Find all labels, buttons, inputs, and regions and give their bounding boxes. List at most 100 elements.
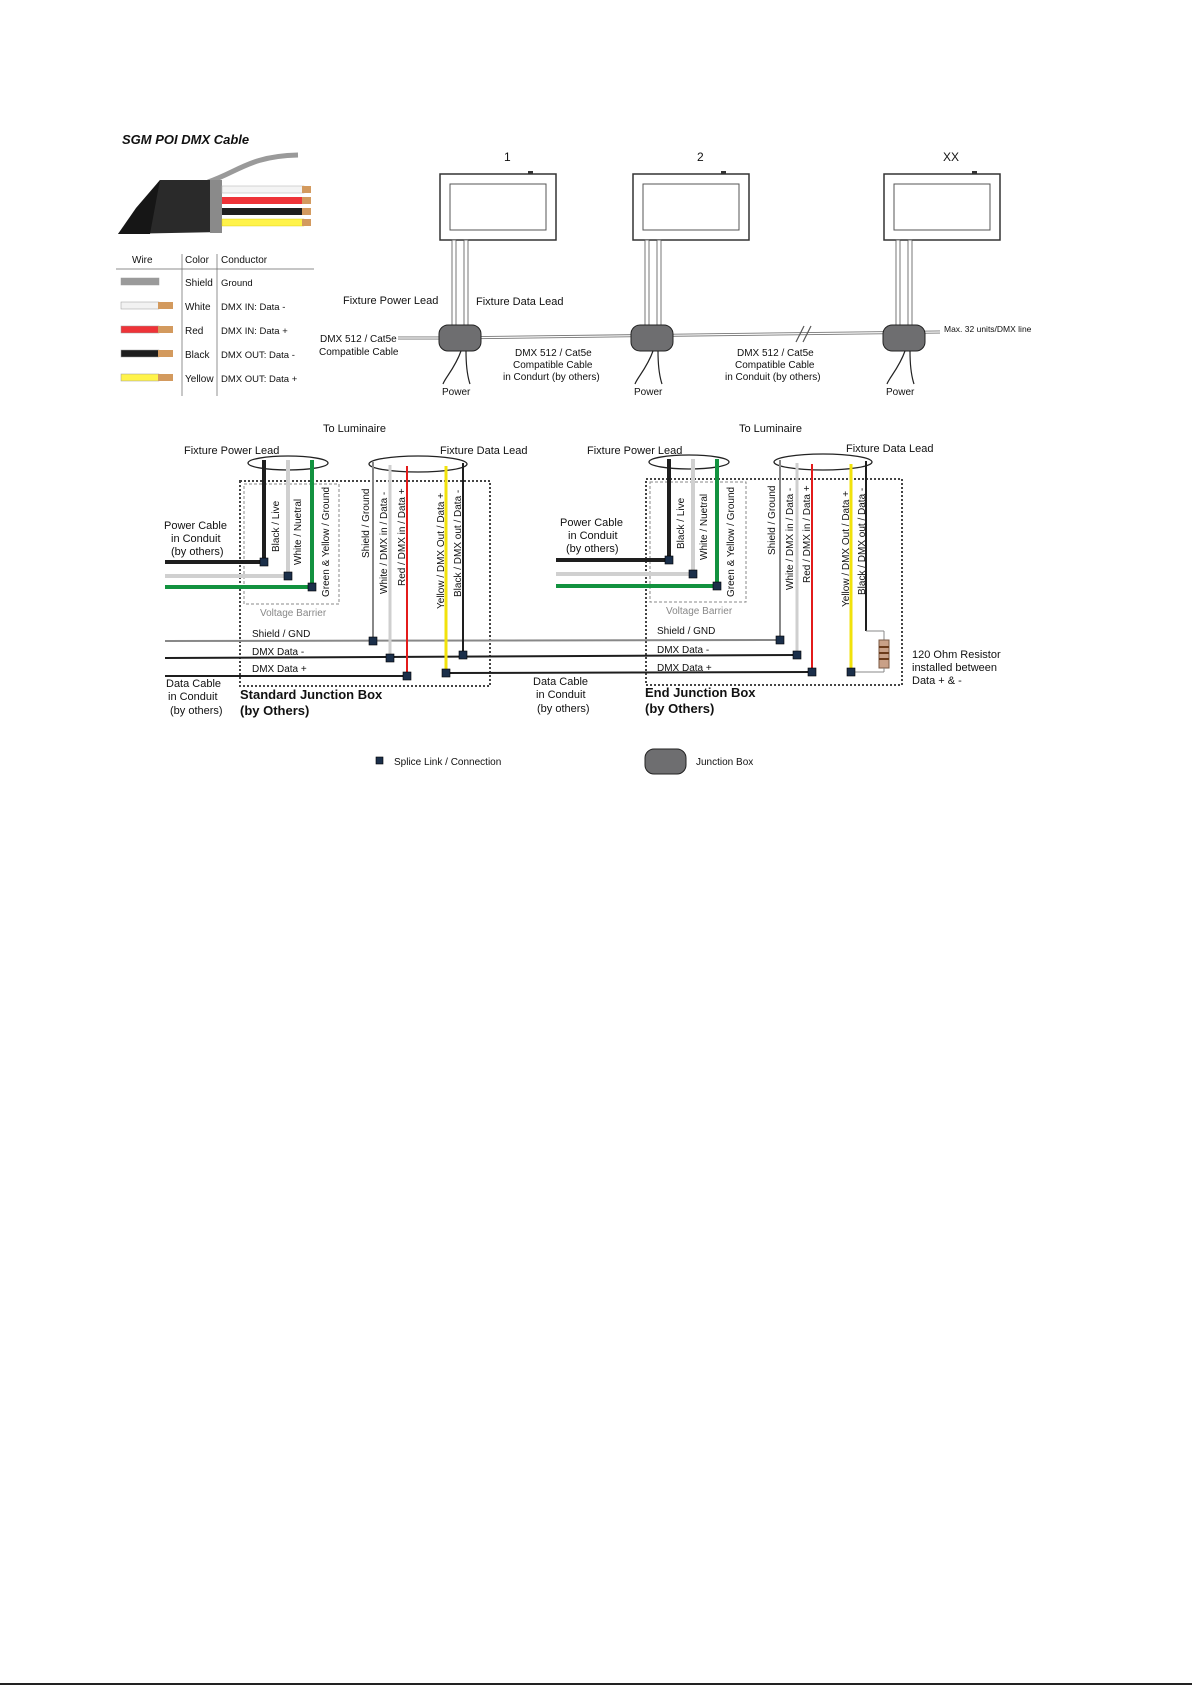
power-wiring-2 (556, 459, 719, 588)
wire-label: Red / DMX in / Data + (802, 485, 813, 583)
svg-text:Data Cable: Data Cable (533, 676, 588, 688)
wire-color-name: White (185, 302, 211, 313)
svg-text:Data + & -: Data + & - (912, 675, 962, 687)
wiring-detail: To Luminaire To Luminaire Fixture Power … (164, 423, 1001, 718)
power-label: Power (634, 387, 663, 398)
voltage-barrier-label-2: Voltage Barrier (666, 606, 733, 617)
fixture-power-lead-label-2: Fixture Power Lead (587, 445, 682, 457)
fixture-lens (893, 183, 991, 231)
wire-label: White / Nuetral (293, 499, 304, 565)
wire-label: Yellow / DMX Out / Data + (436, 493, 447, 609)
svg-text:Data Cable: Data Cable (166, 678, 221, 690)
data-bus (164, 639, 813, 677)
table-header-conductor: Conductor (221, 255, 268, 266)
overview-fixture-data-lead: Fixture Data Lead (476, 296, 563, 308)
data-cable-label-1: Data Cable in Conduit (by others) (166, 678, 223, 717)
data-cable-label-2: Data Cable in Conduit (by others) (533, 676, 590, 715)
splice-link (283, 571, 293, 581)
wire-color-name: Yellow (185, 374, 214, 385)
wire-label: White / DMX in / Data - (785, 488, 796, 590)
conduit-cable-1-line-3: in Condurt (by others) (503, 372, 600, 383)
fixture-data-lead-label-2: Fixture Data Lead (846, 443, 933, 455)
fixture-mount-post (463, 239, 469, 333)
data-lead-bundle-1 (368, 455, 468, 473)
wire-color-name: Red (185, 326, 203, 337)
splice-legend-icon (375, 756, 384, 765)
power-label: Power (442, 387, 471, 398)
data-wiring-1 (372, 462, 464, 676)
svg-text:in Conduit: in Conduit (171, 533, 221, 545)
cable-title: SGM POI DMX Cable (122, 132, 249, 147)
voltage-barrier-label-1: Voltage Barrier (260, 608, 327, 619)
wire-label: Red / DMX in / Data + (397, 488, 408, 586)
bus-label-data-minus-2: DMX Data - (657, 645, 709, 656)
splice-link (688, 569, 698, 579)
splice-link (368, 636, 378, 646)
input-cable-label-1: DMX 512 / Cat5e (320, 334, 397, 345)
cable-break-mark (795, 325, 812, 343)
conduit-cable-1-line-2: Compatible Cable (513, 360, 593, 371)
voltage-barrier-1 (243, 483, 340, 605)
fixture-number: 2 (697, 150, 704, 164)
wire-tip (158, 374, 173, 381)
bus-label-data-minus-1: DMX Data - (252, 647, 304, 658)
splice-link (807, 667, 817, 677)
bus-label-data-plus-2: DMX Data + (657, 663, 712, 674)
conduit-cable-1-line-1: DMX 512 / Cat5e (515, 348, 592, 359)
svg-text:(by others): (by others) (170, 705, 223, 717)
splice-link (664, 555, 674, 565)
fixture-lens (449, 183, 547, 231)
overview-junction-box (630, 324, 674, 352)
power-cable-label-2: Power Cable in Conduit (by others) (560, 517, 623, 555)
svg-text:in Conduit: in Conduit (536, 689, 586, 701)
svg-text:Power Cable: Power Cable (560, 517, 623, 529)
splice-link (441, 668, 451, 678)
svg-text:in Conduit: in Conduit (568, 530, 618, 542)
wire-conductor: DMX OUT: Data - (221, 350, 295, 361)
wire-label: Shield / Ground (767, 486, 778, 556)
splice-link (712, 581, 722, 591)
junction-box-legend-label: Junction Box (696, 757, 753, 768)
wire-label: White / DMX in / Data - (379, 492, 390, 594)
splice-link (385, 653, 395, 663)
wire-swatch (120, 277, 160, 286)
wire-label: Black / Live (271, 500, 282, 552)
wire-swatch (120, 325, 160, 334)
data-wiring-2 (779, 460, 867, 672)
svg-text:in Conduit: in Conduit (168, 691, 218, 703)
wire-swatch (120, 349, 160, 358)
terminating-resistor (851, 630, 890, 673)
power-wiring-1 (165, 460, 314, 589)
wire-label: Green & Yellow / Ground (321, 487, 332, 597)
voltage-barrier-2 (649, 481, 747, 603)
svg-text:120 Ohm Resistor: 120 Ohm Resistor (912, 649, 1001, 661)
resistor-note: 120 Ohm Resistor installed between Data … (912, 649, 1001, 687)
wire-swatch (120, 373, 160, 382)
wire-swatch (120, 301, 160, 310)
power-cable-label-1: Power Cable in Conduit (by others) (164, 520, 227, 558)
fixture-lens (642, 183, 740, 231)
bus-label-data-plus-1: DMX Data + (252, 664, 307, 675)
splice-link (259, 557, 269, 567)
svg-text:installed between: installed between (912, 662, 997, 674)
wire-tip (158, 302, 173, 309)
svg-text:(by others): (by others) (566, 543, 619, 555)
fixture-power-lead-label-1: Fixture Power Lead (184, 445, 279, 457)
wire-label: Black / DMX out / Data - (857, 488, 868, 595)
power-cord (634, 350, 654, 385)
fixture-number: XX (943, 150, 959, 164)
splice-link (458, 650, 468, 660)
splice-link (792, 650, 802, 660)
fixture-mount-post (644, 239, 650, 333)
svg-text:(by others): (by others) (171, 546, 224, 558)
wire-conductor: DMX IN: Data - (221, 302, 285, 313)
splice-link (402, 671, 412, 681)
wire-conductor: Ground (221, 278, 253, 289)
svg-text:Power Cable: Power Cable (164, 520, 227, 532)
wire-color-name: Black (185, 350, 210, 361)
